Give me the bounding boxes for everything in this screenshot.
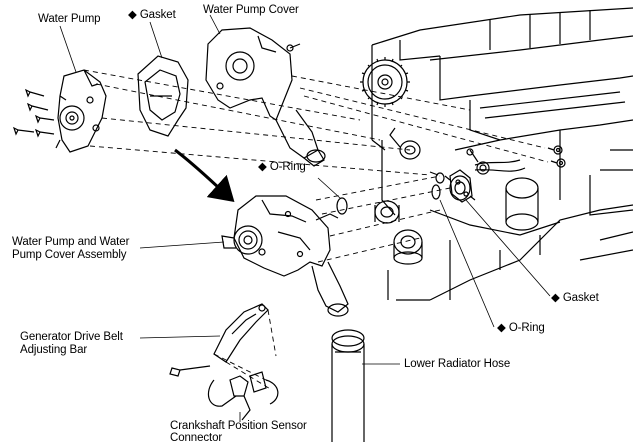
- water-pump: [57, 69, 107, 153]
- label-water-pump-cover: Water Pump Cover: [203, 4, 299, 16]
- alignment-lines-middle: [315, 175, 451, 263]
- gasket-right: [449, 169, 473, 203]
- crankshaft-sensor-connector: [207, 371, 279, 421]
- idler-pulley-upper: [389, 127, 421, 160]
- label-adjusting-bar-line1: Generator Drive Belt: [20, 331, 123, 343]
- label-gasket-top: ◆ Gasket: [128, 9, 176, 21]
- alignment-lines-upper: [83, 69, 549, 176]
- label-assembly-line1: Water Pump and Water: [12, 236, 130, 248]
- block-inlet-housing: [429, 148, 526, 201]
- label-water-pump: Water Pump: [38, 13, 101, 25]
- idler-pulley-middle: [374, 200, 400, 224]
- engine-block: [371, 7, 633, 301]
- label-o-ring-lower: ◆ O-Ring: [497, 322, 545, 334]
- adjusting-bar: [169, 303, 269, 377]
- alignment-lines-lower: [213, 309, 277, 391]
- label-o-ring-upper: ◆ O-Ring: [258, 161, 306, 173]
- water-pump-cover: [205, 27, 326, 167]
- label-gasket-right: ◆ Gasket: [551, 292, 599, 304]
- water-pump-assembly: [221, 195, 349, 317]
- crankshaft-pulley: [393, 229, 423, 265]
- assembly-arrow: [174, 148, 235, 203]
- leader-lines: [59, 14, 551, 422]
- label-crank-sensor-line1: Crankshaft Position Sensor: [170, 420, 307, 432]
- label-crank-sensor-line2: Connector: [170, 432, 223, 444]
- camshaft-gear: [360, 57, 410, 107]
- o-ring-upper: [336, 197, 348, 215]
- gasket-upper: [137, 55, 189, 137]
- o-ring-lower: [431, 184, 441, 200]
- studs: [547, 145, 566, 168]
- lower-radiator-hose: [331, 329, 365, 442]
- label-assembly-line2: Pump Cover Assembly: [12, 249, 127, 261]
- label-adjusting-bar-line2: Adjusting Bar: [20, 344, 88, 356]
- label-lower-radiator-hose: Lower Radiator Hose: [404, 358, 511, 370]
- water-pump-bolts: [12, 88, 61, 149]
- oil-filter: [505, 177, 539, 231]
